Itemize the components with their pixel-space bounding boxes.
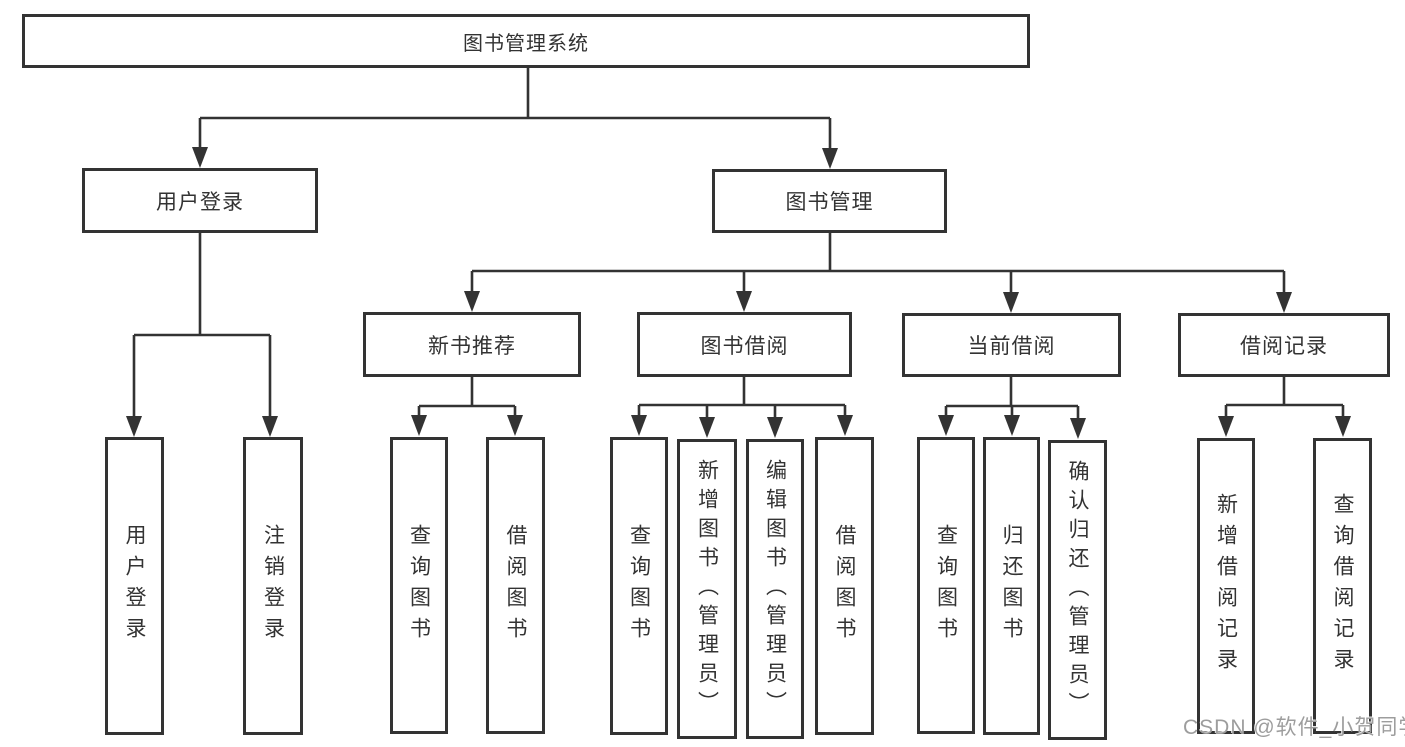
leaf-user-login: 用户登录: [105, 437, 164, 735]
node-system-root: 图书管理系统: [22, 14, 1030, 68]
leaf-query-books: 查询图书: [390, 437, 448, 734]
leaf-logout: 注销登录: [243, 437, 303, 735]
node-user-login: 用户登录: [82, 168, 318, 233]
leaf-return-books: 归还图书: [983, 437, 1040, 735]
leaf-query-borrow-record: 查询借阅记录: [1313, 438, 1372, 734]
leaf-borrow-books: 借阅图书: [815, 437, 874, 735]
node-book-borrow: 图书借阅: [637, 312, 852, 377]
node-current-borrow: 当前借阅: [902, 313, 1121, 377]
leaf-query-books: 查询图书: [917, 437, 975, 734]
leaf-query-books: 查询图书: [610, 437, 668, 735]
csdn-watermark: CSDN @软件_小贺同学: [1183, 716, 1405, 739]
leaf-add-borrow-record: 新增借阅记录: [1197, 438, 1255, 734]
node-new-book-recommend: 新书推荐: [363, 312, 581, 377]
leaf-edit-books-admin: 编辑图书（管理员）: [746, 439, 804, 739]
node-book-management: 图书管理: [712, 169, 947, 233]
node-borrow-record: 借阅记录: [1178, 313, 1390, 377]
leaf-confirm-return-admin: 确认归还（管理员）: [1048, 440, 1107, 740]
leaf-borrow-books: 借阅图书: [486, 437, 545, 734]
leaf-add-books-admin: 新增图书（管理员）: [677, 439, 737, 739]
arrowheads: [126, 147, 1351, 439]
